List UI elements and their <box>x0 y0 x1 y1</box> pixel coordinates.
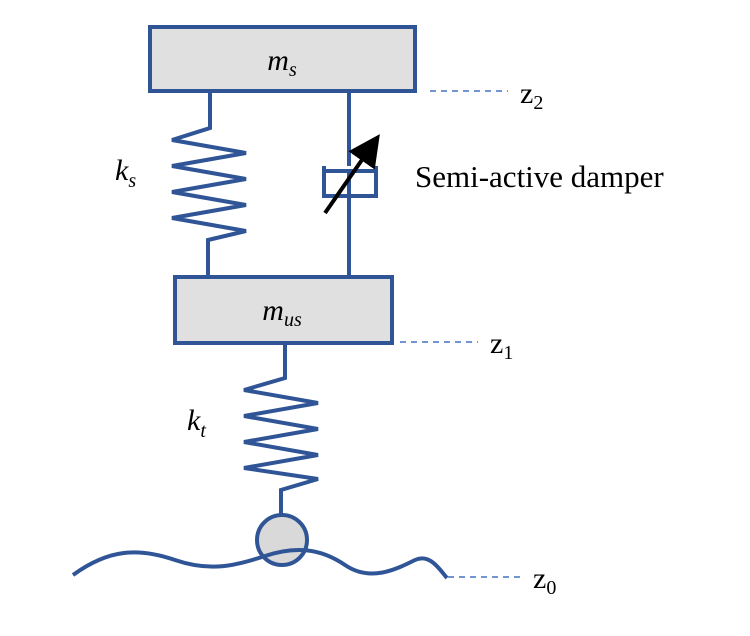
unsprung-mass-block <box>173 275 394 345</box>
tire-spring <box>243 343 319 515</box>
sprung-mass-block <box>148 25 417 93</box>
sprung-mass-label: ms <box>267 44 297 81</box>
road-surface <box>71 547 449 580</box>
semi-active-damper <box>322 91 378 277</box>
variable-arrow-icon <box>323 134 380 215</box>
unsprung-mass-label: mus <box>262 294 302 331</box>
suspension-spring <box>171 91 247 277</box>
z1-label: z1 <box>490 327 513 364</box>
suspension-stiffness-label: ks <box>115 154 136 192</box>
z2-label: z2 <box>520 77 543 114</box>
tire-stiffness-label: kt <box>187 404 206 442</box>
damper-label: Semi-active damper <box>415 159 664 194</box>
z0-label: z0 <box>533 562 556 599</box>
